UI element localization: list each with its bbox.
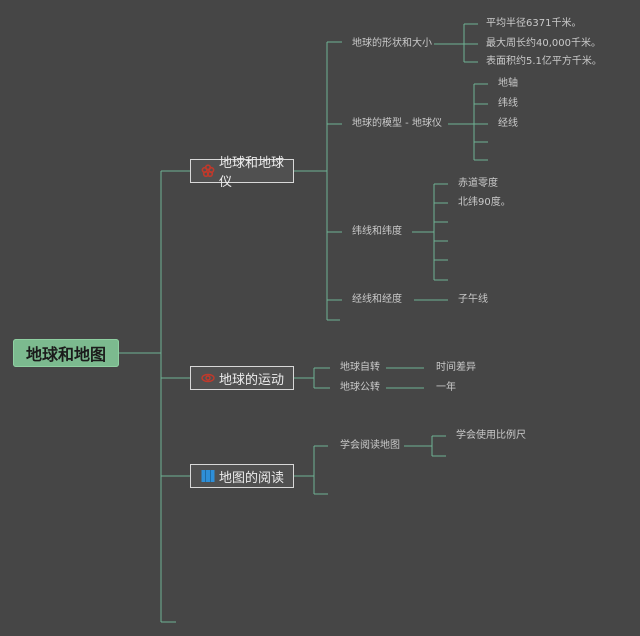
detail-radius[interactable]: 平均半径6371千米。: [486, 18, 582, 29]
topic-label: 地球和地球仪: [219, 156, 285, 190]
detail-circumference[interactable]: 最大周长约40,000千米。: [486, 38, 601, 49]
detail-one-year[interactable]: 一年: [436, 382, 456, 393]
subtopic-globe-model[interactable]: 地球的模型 - 地球仪: [352, 118, 442, 129]
root-topic[interactable]: 地球和地图: [13, 339, 119, 367]
subtopic-latitude[interactable]: 纬线和纬度: [352, 226, 402, 237]
topic-earth-and-globe[interactable]: 地球和地球仪: [190, 156, 294, 190]
subtopic-read-map[interactable]: 学会阅读地图: [340, 440, 400, 451]
detail-use-scale[interactable]: 学会使用比例尺: [456, 430, 526, 441]
topic-label: 地球的运动: [219, 372, 285, 388]
subtopic-rotation[interactable]: 地球自转: [340, 362, 380, 373]
detail-north-90[interactable]: 北纬90度。: [458, 197, 511, 208]
topic-label: 地图的阅读: [219, 470, 285, 486]
topic-earth-motion[interactable]: 地球的运动: [190, 366, 294, 390]
detail-surface-area[interactable]: 表面积约5.1亿平方千米。: [486, 56, 602, 67]
detail-equator[interactable]: 赤道零度: [458, 178, 498, 189]
detail-meridian[interactable]: 子午线: [458, 294, 488, 305]
map-icon: [201, 469, 215, 483]
orbit-icon: [201, 371, 215, 385]
flower-icon: [201, 164, 215, 178]
topic-map-reading[interactable]: 地图的阅读: [190, 464, 294, 488]
detail-latitude-lines[interactable]: 纬线: [498, 98, 518, 109]
subtopic-longitude[interactable]: 经线和经度: [352, 294, 402, 305]
subtopic-revolution[interactable]: 地球公转: [340, 382, 380, 393]
subtopic-shape-and-size[interactable]: 地球的形状和大小: [352, 38, 432, 49]
detail-time-difference[interactable]: 时间差异: [436, 362, 476, 373]
detail-earth-axis[interactable]: 地轴: [498, 78, 518, 89]
detail-longitude-lines[interactable]: 经线: [498, 118, 518, 129]
